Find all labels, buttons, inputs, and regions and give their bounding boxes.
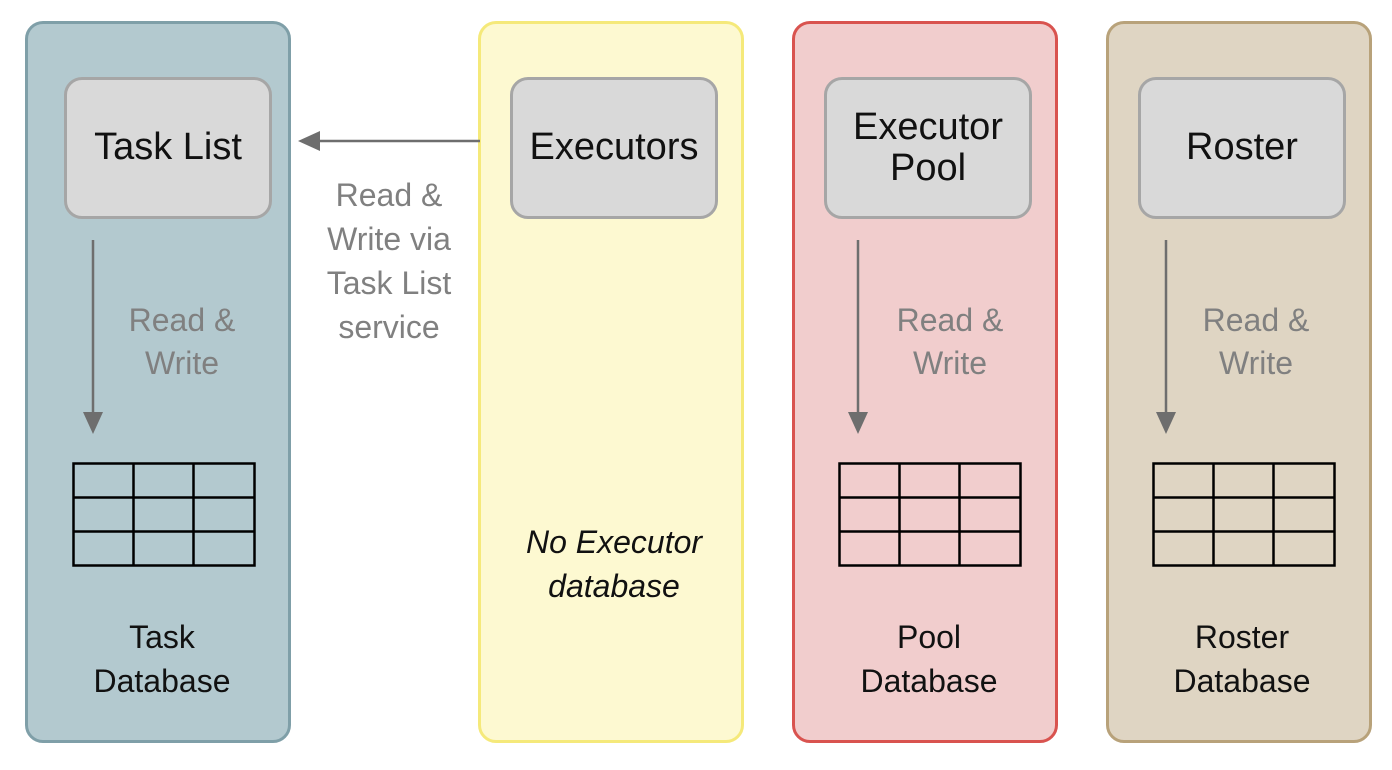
task-database-icon: [72, 462, 256, 567]
executors-column: Executors No Executor database: [478, 21, 744, 743]
executor-pool-service-box: Executor Pool: [824, 77, 1032, 219]
no-executor-database-note: No Executor database: [525, 524, 703, 604]
roster-database-icon: [1152, 462, 1336, 567]
pool-database-icon: [838, 462, 1022, 567]
task-list-column: Task List Read & Write Task Database: [25, 21, 291, 743]
roster-read-write-label: Read & Write: [1202, 302, 1310, 381]
pool-read-write-label: Read & Write: [896, 302, 1004, 381]
task-read-write-arrow-icon: [83, 240, 103, 434]
roster-service-box: Roster: [1138, 77, 1346, 219]
task-read-write-label: Read & Write: [128, 302, 236, 381]
pool-read-write-arrow-icon: [848, 240, 868, 434]
roster-read-write-arrow-icon: [1156, 240, 1176, 434]
executor-pool-column: Executor Pool Read & Write Pool Database: [792, 21, 1058, 743]
executors-to-task-list-label: Read & Write via Task List service: [326, 177, 452, 345]
executors-service-box: Executors: [510, 77, 718, 219]
pool-database-label: Pool Database: [860, 619, 998, 699]
task-database-label: Task Database: [93, 619, 231, 699]
executors-to-task-list-arrow-icon: [298, 131, 480, 151]
roster-database-label: Roster Database: [1173, 619, 1311, 699]
roster-column: Roster Read & Write Roster Database: [1106, 21, 1372, 743]
task-list-service-box: Task List: [64, 77, 272, 219]
